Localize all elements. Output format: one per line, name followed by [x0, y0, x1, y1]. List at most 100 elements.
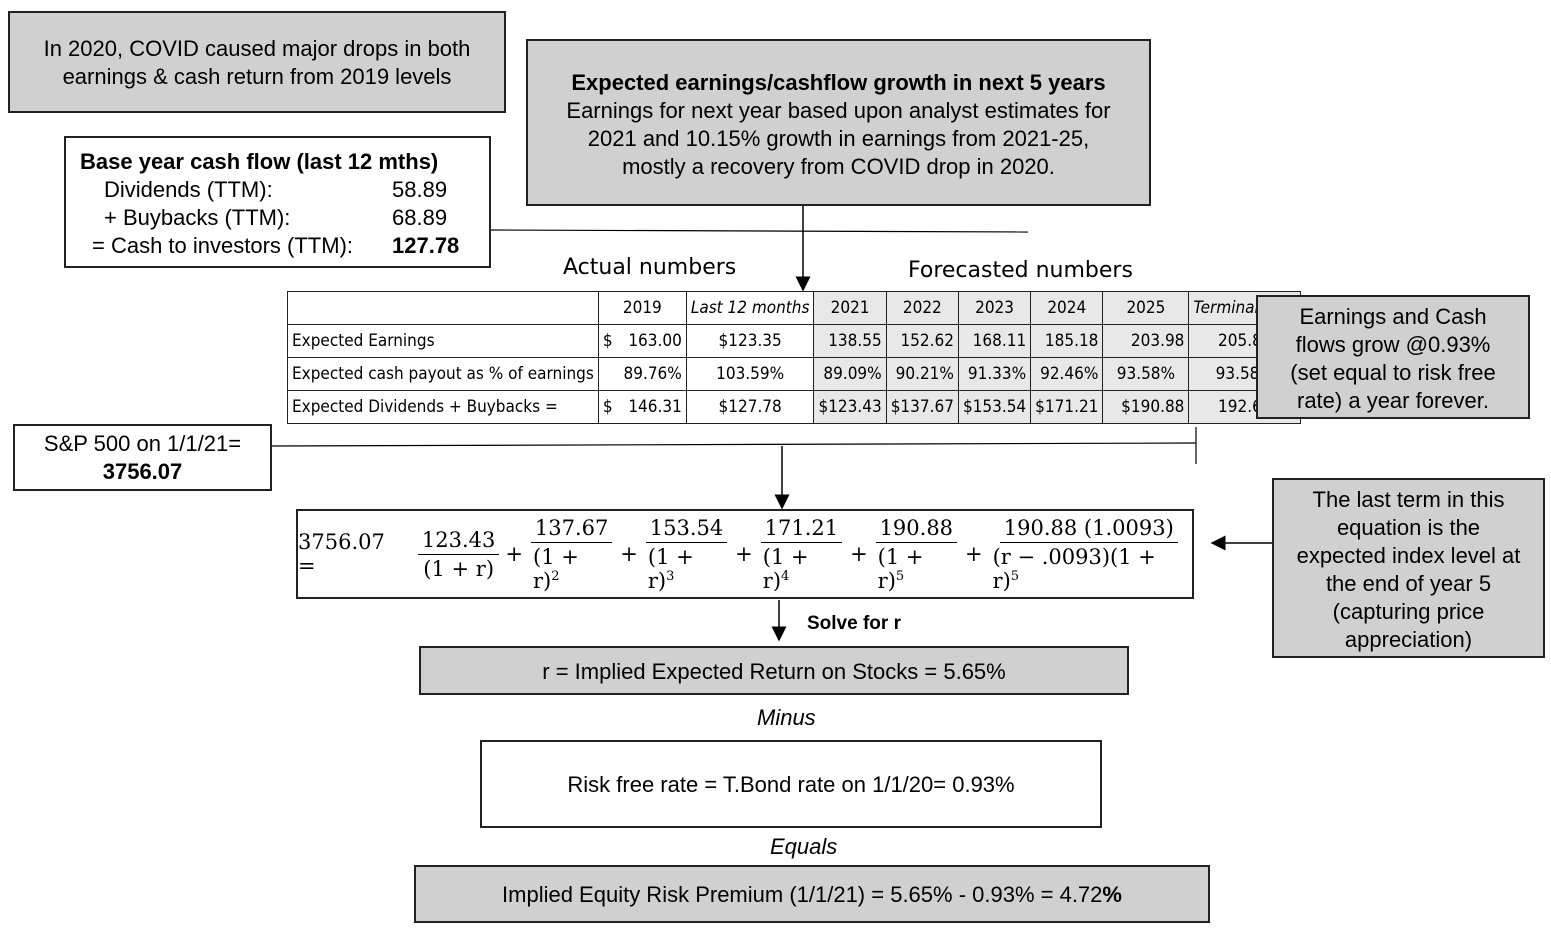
term-3-exponent: 3 — [666, 568, 675, 584]
growth-note: Expected earnings/cashflow growth in nex… — [526, 39, 1151, 206]
base-year-buybacks-label: + Buybacks (TTM): — [104, 205, 291, 230]
term-3-numerator: 153.54 — [645, 516, 728, 543]
dollar-sign: $ — [602, 397, 613, 417]
terminal-denominator-wrap: (r − .0093)(1 + r)5 — [989, 543, 1189, 593]
covid-note-line1: In 2020, COVID caused major drops in bot… — [43, 36, 471, 61]
base-year-title: Base year cash flow (last 12 mths) — [80, 149, 439, 174]
cell-ttm: 103.59% — [685, 357, 815, 391]
sp500-box: S&P 500 on 1/1/21= 3756.07 — [13, 424, 272, 491]
table-header-row: 2019 Last 12 months 2021 2022 2023 2024 … — [287, 291, 1302, 325]
term-3-denominator-wrap: (1 + r)3 — [644, 543, 729, 593]
sp500-label: S&P 500 on 1/1/21= — [43, 431, 242, 456]
table-row: Expected cash payout as % of earnings 89… — [287, 357, 1302, 391]
term-5-numerator: 190.88 — [875, 516, 958, 543]
plus-sign: + — [505, 542, 523, 566]
cell-2021: $123.43 — [813, 390, 887, 424]
cell-ttm: $123.35 — [685, 324, 815, 358]
cell-2022: $137.67 — [885, 390, 959, 424]
cell-ttm: $127.78 — [685, 390, 815, 424]
table-header-blank — [287, 291, 599, 325]
cell-2025: $190.88 — [1102, 390, 1190, 424]
plus-sign: + — [964, 542, 983, 566]
cell-2022: 152.62 — [885, 324, 959, 358]
implied-return-box: r = Implied Expected Return on Stocks = … — [419, 646, 1129, 695]
term-5-denominator: (1 + r) — [877, 544, 924, 593]
minus-label: Minus — [757, 705, 816, 730]
table-row: Expected Dividends + Buybacks = $146.31 … — [287, 390, 1302, 424]
term-4-denominator-wrap: (1 + r)4 — [759, 543, 844, 593]
valuation-equation: 3756.07 = 123.43 (1 + r) + 137.67 (1 + r… — [296, 509, 1194, 599]
cell-2019-value: 89.76% — [623, 364, 682, 384]
equation-term-4: 171.21 (1 + r)4 — [759, 516, 844, 593]
term-2-denominator: (1 + r) — [533, 544, 579, 593]
row-label-payout: Expected cash payout as % of earnings — [287, 357, 599, 391]
sp500-connector — [270, 442, 1197, 447]
perpetual-note-line4: rate) a year forever. — [1297, 388, 1489, 413]
perpetual-note-line2: flows grow @0.93% — [1295, 332, 1491, 357]
plus-sign: + — [620, 542, 638, 566]
last-term-line2: equation is the — [1336, 515, 1481, 540]
cell-2019: $163.00 — [597, 324, 687, 358]
perpetual-note-line1: Earnings and Cash — [1299, 304, 1487, 329]
equation-terminal-term: 190.88 (1.0093) (r − .0093)(1 + r)5 — [989, 516, 1189, 593]
last-term-line5: (capturing price — [1332, 599, 1485, 624]
table-header-2024: 2024 — [1030, 291, 1104, 325]
base-year-dividends-value: 58.89 — [392, 177, 448, 202]
implied-erp-percent: % — [1102, 882, 1122, 907]
cell-2019: 89.76% — [597, 357, 687, 391]
table-header-2025: 2025 — [1102, 291, 1190, 325]
plus-sign: + — [850, 542, 868, 566]
dollar-sign: $ — [602, 331, 613, 351]
equation-term-1: 123.43 (1 + r) — [417, 528, 500, 581]
forecast-table: 2019 Last 12 months 2021 2022 2023 2024 … — [287, 291, 1302, 424]
cell-2023: 168.11 — [957, 324, 1032, 358]
cell-2019-value: 146.31 — [628, 397, 682, 417]
base-year-cash-label: = Cash to investors (TTM): — [92, 233, 354, 258]
equation-term-5: 190.88 (1 + r)5 — [874, 516, 959, 593]
term-5-denominator-wrap: (1 + r)5 — [874, 543, 959, 593]
base-year-connector — [490, 229, 1029, 233]
table-header-2019: 2019 — [597, 291, 687, 325]
cell-2021: 138.55 — [813, 324, 887, 358]
implied-return-text: r = Implied Expected Return on Stocks = … — [542, 659, 1006, 684]
table-row: Expected Earnings $163.00 $123.35 138.55… — [287, 324, 1302, 358]
term-4-denominator: (1 + r) — [762, 544, 809, 593]
term-2-denominator-wrap: (1 + r)2 — [529, 543, 614, 593]
solve-for-r-label: Solve for r — [807, 613, 901, 634]
cell-2021: 89.09% — [813, 357, 887, 391]
base-year-dividends-label: Dividends (TTM): — [104, 177, 273, 202]
last-term-line1: The last term in this — [1312, 487, 1505, 512]
equation-lhs: 3756.07 = — [298, 530, 385, 578]
perpetual-note-line3: (set equal to risk free — [1290, 360, 1496, 385]
terminal-denominator: (r − .0093)(1 + r) — [992, 544, 1156, 593]
forecasted-numbers-label: Forecasted numbers — [908, 258, 1133, 283]
last-term-line4: the end of year 5 — [1325, 571, 1492, 596]
cell-2025: 93.58% — [1102, 357, 1190, 391]
risk-free-text: Risk free rate = T.Bond rate on 1/1/20= … — [567, 772, 1015, 797]
covid-note: In 2020, COVID caused major drops in bot… — [8, 11, 506, 113]
terminal-numerator: 190.88 (1.0093) — [999, 516, 1178, 543]
cell-2023: 91.33% — [957, 357, 1032, 391]
table-header-2021: 2021 — [813, 291, 887, 325]
covid-note-line2: earnings & cash return from 2019 levels — [62, 64, 452, 89]
last-term-line3: expected index level at — [1296, 543, 1521, 568]
row-label-dividends-buybacks: Expected Dividends + Buybacks = — [287, 390, 599, 424]
last-term-note: The last term in this equation is the ex… — [1272, 478, 1545, 658]
row-label-earnings: Expected Earnings — [287, 324, 599, 358]
implied-erp-text: Implied Equity Risk Premium (1/1/21) = 5… — [502, 882, 1103, 907]
equals-label: Equals — [770, 834, 838, 859]
table-header-2023: 2023 — [957, 291, 1032, 325]
term-2-numerator: 137.67 — [530, 516, 613, 543]
cell-2024: 92.46% — [1030, 357, 1104, 391]
plus-sign: + — [735, 542, 753, 566]
equation-term-2: 137.67 (1 + r)2 — [529, 516, 614, 593]
growth-note-line2: 2021 and 10.15% growth in earnings from … — [587, 126, 1090, 151]
term-3-denominator: (1 + r) — [647, 544, 694, 593]
term-4-numerator: 171.21 — [760, 516, 843, 543]
terminal-exponent: 5 — [1010, 568, 1020, 584]
implied-erp-box: Implied Equity Risk Premium (1/1/21) = 5… — [414, 865, 1210, 923]
base-year-box: Base year cash flow (last 12 mths) Divid… — [64, 136, 491, 268]
term-5-exponent: 5 — [895, 568, 905, 584]
cell-2024: $171.21 — [1030, 390, 1104, 424]
cell-2019: $146.31 — [597, 390, 687, 424]
